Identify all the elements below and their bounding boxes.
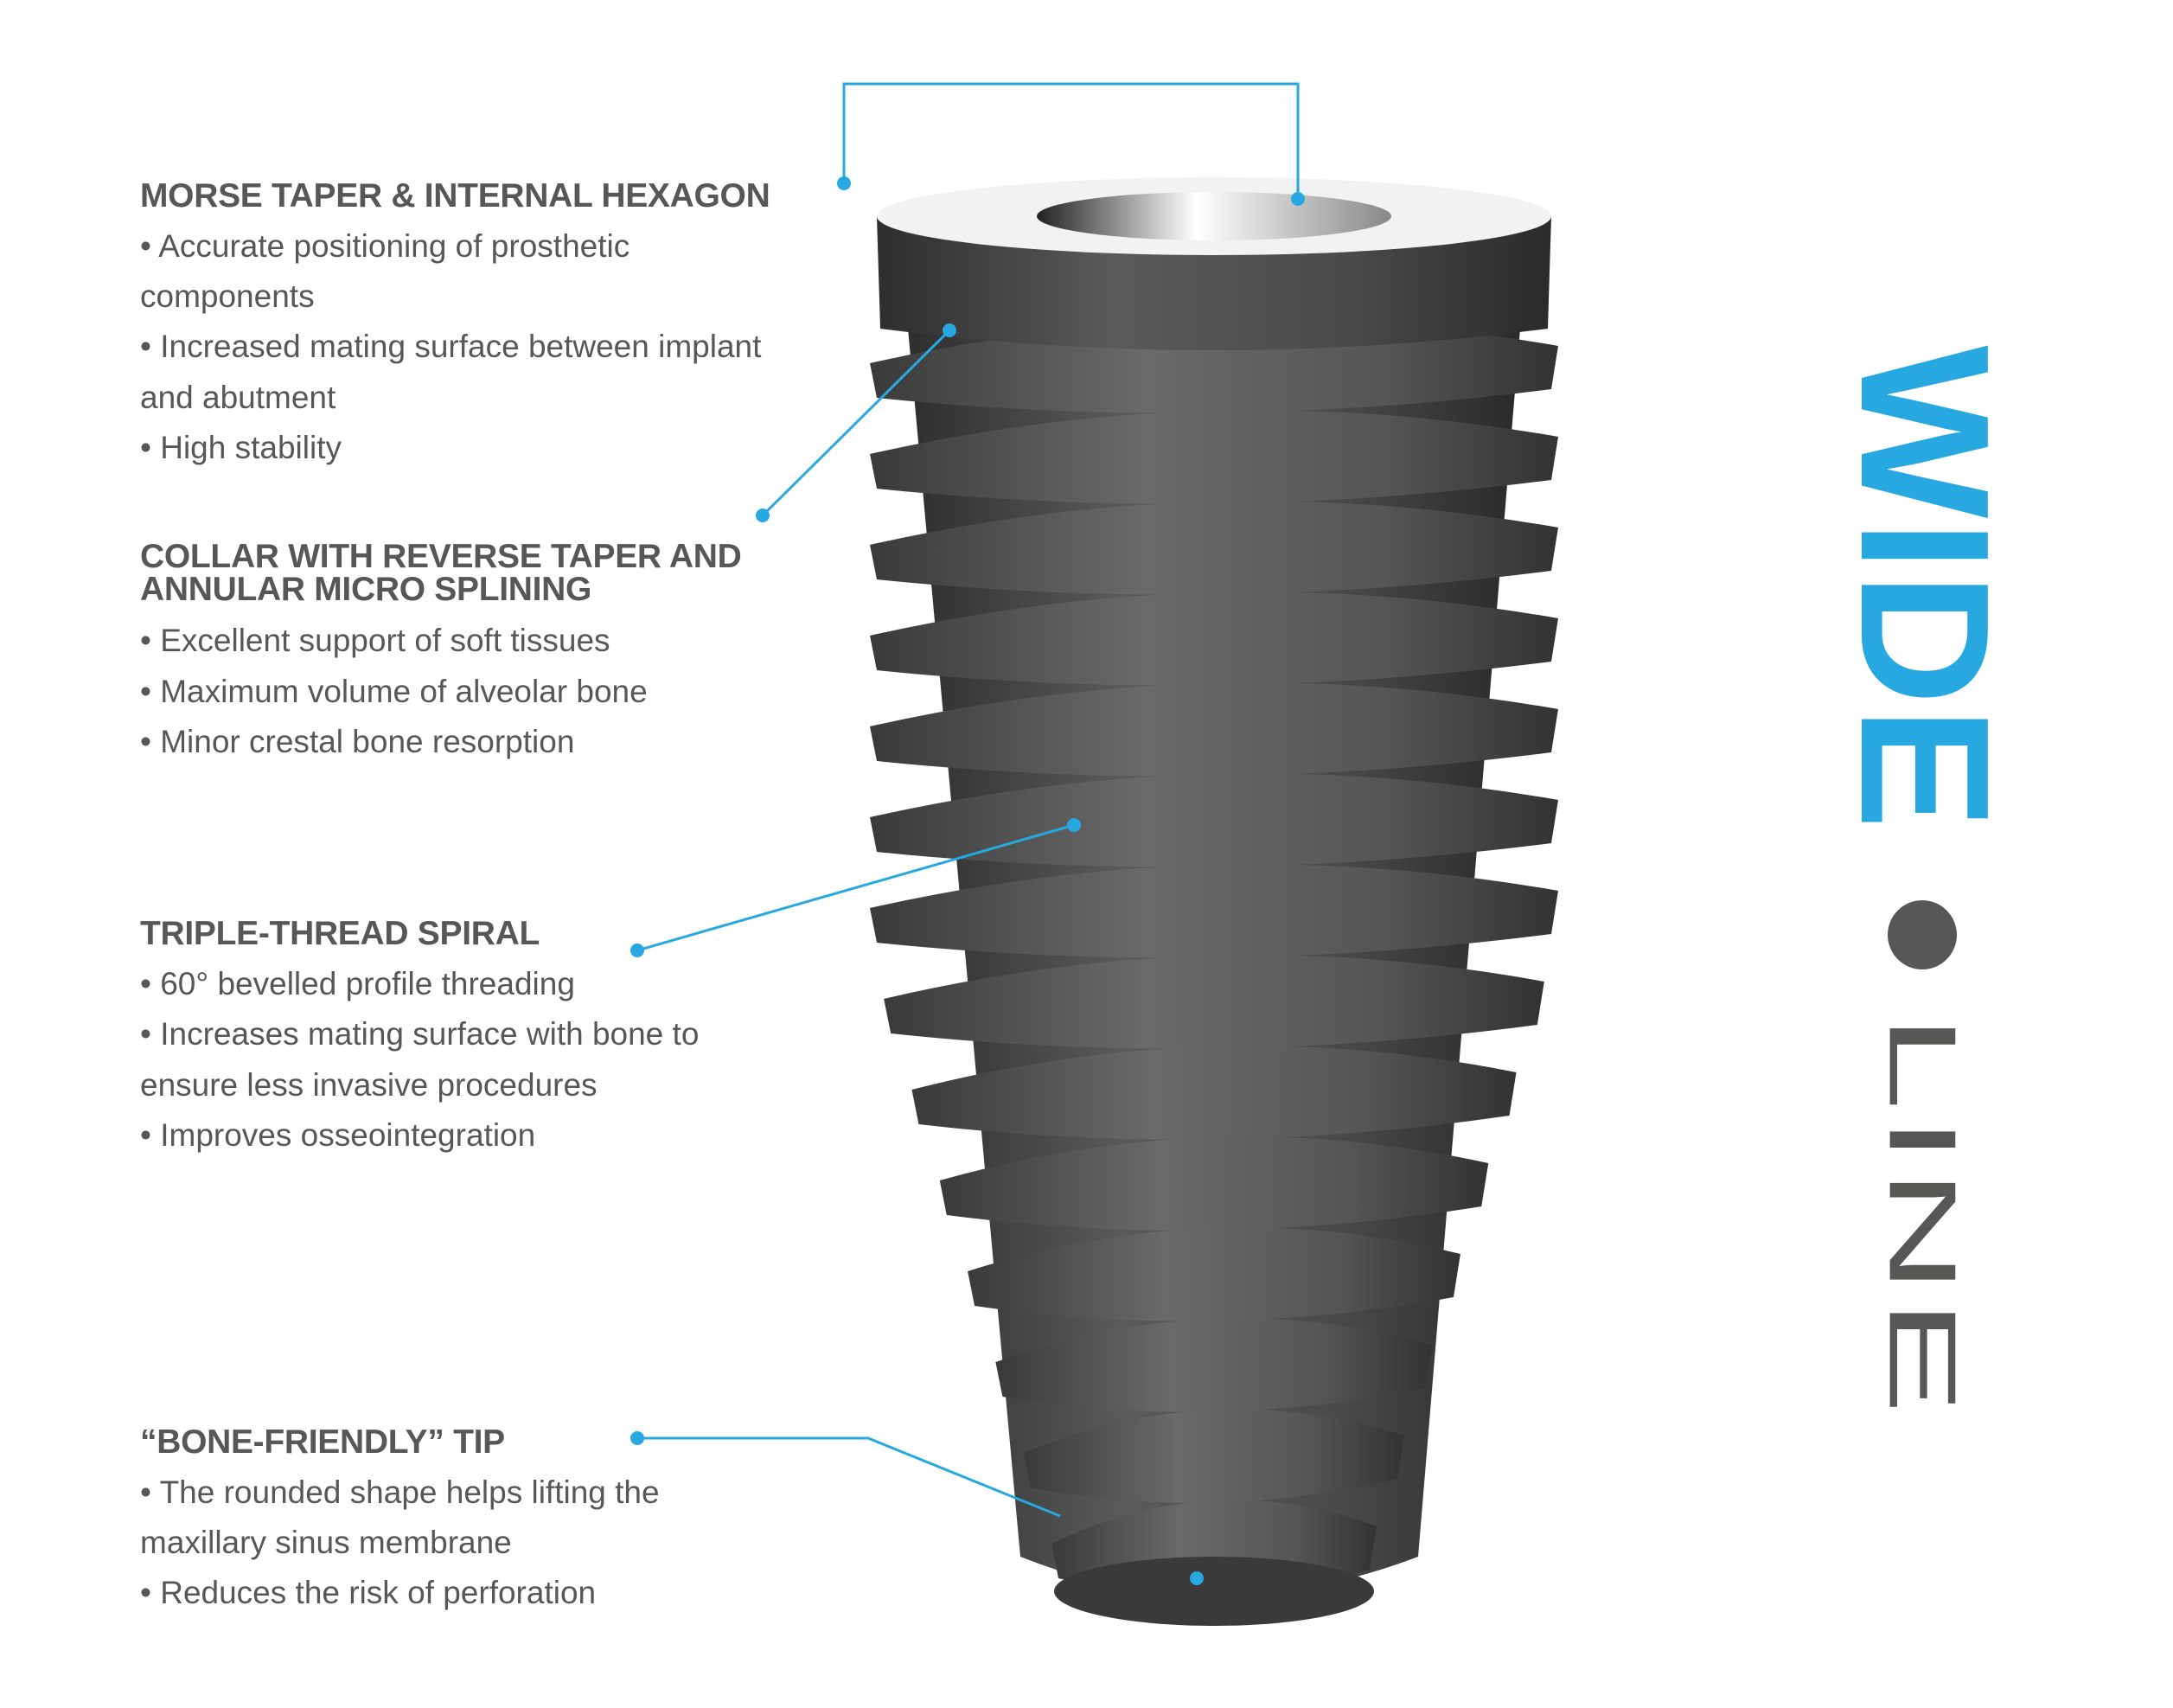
logo-dot: [1888, 900, 1957, 969]
heading-morse-taper: MORSE TAPER & INTERNAL HEXAGON: [140, 177, 770, 214]
thread-ridge: [870, 592, 1558, 686]
bullet-text: • 60° bevelled profile threading: [140, 966, 575, 1001]
bullet-text: • Accurate positioning of prosthetic: [140, 228, 630, 264]
callout-dots: [630, 176, 1305, 1585]
bullet-text: components: [140, 278, 315, 314]
bullet-text: • Excellent support of soft tissues: [140, 623, 610, 658]
bullet-text: • High stability: [140, 430, 342, 465]
thread-ridge: [870, 773, 1558, 867]
thread-ridge: [911, 1046, 1517, 1140]
heading-bone-friendly-tip: “BONE-FRIENDLY” TIP: [140, 1423, 505, 1461]
heading-collar-line2: ANNULAR MICRO SPLINING: [140, 571, 592, 608]
heading-collar: COLLAR WITH REVERSE TAPER AND: [140, 538, 742, 575]
bullet-text: and abutment: [140, 380, 336, 415]
thread-ridge: [870, 501, 1558, 595]
thread-ridge: [870, 864, 1558, 958]
thread-ridge: [1023, 1409, 1405, 1503]
bullet-text: • Increases mating surface with bone to: [140, 1016, 700, 1052]
bullet-text: maxillary sinus membrane: [140, 1525, 512, 1560]
bullet-text: • Increased mating surface between impla…: [140, 329, 762, 364]
thread-ridge: [870, 682, 1558, 777]
callout-lines: [636, 82, 1300, 1518]
bullet-text: • Minor crestal bone resorption: [140, 724, 575, 759]
bullet-text: • The rounded shape helps lifting the: [140, 1475, 660, 1510]
thread-ridge: [870, 410, 1558, 504]
thread-ridge: [939, 1136, 1489, 1231]
thread-ridge: [995, 1318, 1433, 1412]
logo-line: LINE: [1869, 1014, 1976, 1420]
thread-ridge: [884, 955, 1544, 1049]
bullet-text: • Maximum volume of alveolar bone: [140, 674, 648, 709]
logo-wide: WIDE: [1823, 345, 2028, 831]
implant-threads: [870, 319, 1558, 1626]
bullet-text: • Reduces the risk of perforation: [140, 1575, 597, 1610]
bullet-text: ensure less invasive procedures: [140, 1067, 598, 1103]
thread-ridge: [968, 1227, 1460, 1321]
implant-collar: [877, 177, 1551, 350]
implant-tip: [1054, 1557, 1374, 1626]
heading-triple-thread: TRIPLE-THREAD SPIRAL: [140, 915, 540, 952]
bullet-text: • Improves osseointegration: [140, 1117, 536, 1153]
